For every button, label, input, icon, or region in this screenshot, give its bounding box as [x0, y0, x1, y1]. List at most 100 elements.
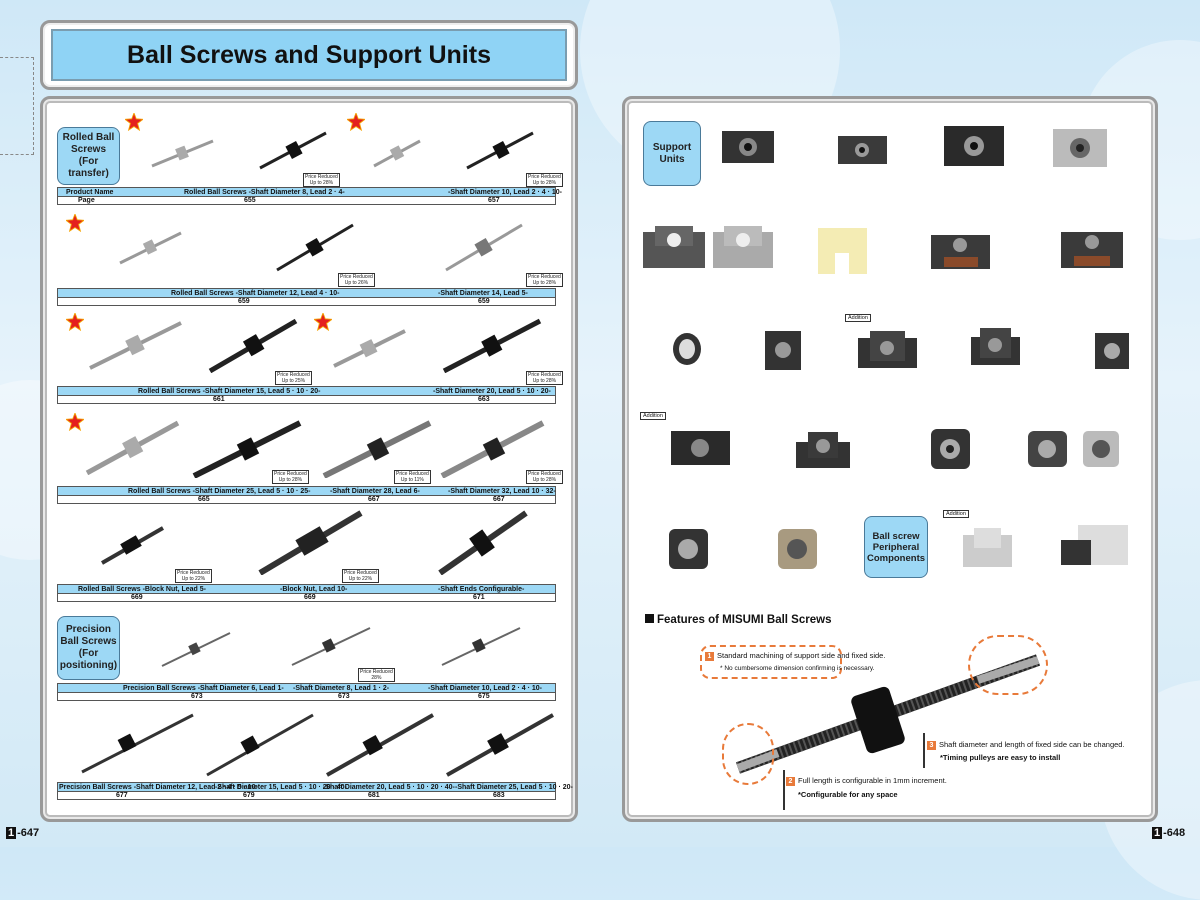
product-row-bar: Rolled Ball Screws -Shaft Diameter 15, L…: [57, 386, 556, 404]
badge-title: Price Reduced: [360, 669, 393, 675]
page-ref[interactable]: 675: [478, 693, 490, 700]
page-ref[interactable]: 681: [368, 792, 380, 799]
precision-label: Precision Ball Screws (For positioning): [57, 616, 120, 680]
page-ref[interactable]: 677: [116, 792, 128, 799]
product-row-bar: Rolled Ball Screws -Shaft Diameter 12, L…: [57, 288, 556, 306]
product-name[interactable]: Rolled Ball Screws -Shaft Diameter 15, L…: [138, 388, 321, 395]
product-name[interactable]: -Shaft Diameter 25, Lead 5 · 10 · 20-: [455, 784, 573, 791]
feature-2-note: *Configurable for any space: [798, 790, 898, 799]
ball-screw-image: [206, 713, 314, 777]
support-unit-image: [971, 328, 1020, 365]
badge-title: Price Reduced: [396, 471, 429, 477]
badge-title: Price Reduced: [340, 274, 373, 280]
support-unit-image: [643, 226, 705, 268]
product-name[interactable]: Rolled Ball Screws -Shaft Diameter 12, L…: [171, 290, 340, 297]
feature-3-note: *Timing pulleys are easy to install: [940, 753, 1061, 762]
product-name[interactable]: Product Name: [66, 189, 114, 196]
ball-screw-image: [276, 223, 354, 272]
badge-value: Up to 22%: [348, 576, 373, 582]
page-ref[interactable]: 657: [488, 197, 500, 204]
badge-value: Up to 28%: [532, 477, 557, 483]
badge-value: Up to 28%: [532, 378, 557, 384]
page-ref[interactable]: 673: [191, 693, 203, 700]
ball-screw-image: [89, 321, 182, 370]
new-star-icon: [347, 113, 365, 131]
page-ref[interactable]: 663: [478, 396, 490, 403]
page-number-left: 1-647: [6, 827, 40, 839]
ball-screw-image: [438, 510, 528, 575]
product-row-bar: Rolled Ball Screws -Shaft Diameter 25, L…: [57, 486, 556, 504]
product-name[interactable]: -Block Nut, Lead 10-: [280, 586, 348, 593]
product-name[interactable]: -Shaft Diameter 10, Lead 2 · 4 · 10-: [428, 685, 542, 692]
support-unit-image: [1053, 129, 1107, 167]
page-ref[interactable]: 673: [338, 693, 350, 700]
bracket-image: [963, 528, 1012, 567]
page-ref[interactable]: 659: [478, 298, 490, 305]
page-ref[interactable]: 669: [131, 594, 143, 601]
page-ref[interactable]: 665: [198, 496, 210, 503]
page-ref[interactable]: 659: [238, 298, 250, 305]
ball-screw-image: [208, 318, 298, 373]
page-number-right: 1-648: [1152, 827, 1186, 839]
ball-screw-image: [446, 713, 554, 777]
product-name[interactable]: -Shaft Diameter 32, Lead 10 · 32-: [448, 488, 556, 495]
badge-value: Up to 26%: [344, 280, 369, 286]
page-ref[interactable]: 661: [213, 396, 225, 403]
page-ref[interactable]: 671: [473, 594, 485, 601]
product-name[interactable]: -Shaft Diameter 20, Lead 5 · 10 · 20 · 4…: [323, 784, 455, 791]
product-name[interactable]: Precision Ball Screws -Shaft Diameter 6,…: [123, 685, 284, 692]
ball-screw-image: [466, 131, 534, 170]
page-ref[interactable]: 655: [244, 197, 256, 204]
product-name[interactable]: -Shaft Diameter 14, Lead 5-: [438, 290, 528, 297]
ball-screw-image: [192, 420, 302, 478]
badge-title: Price Reduced: [305, 174, 338, 180]
page-ref[interactable]: 667: [493, 496, 505, 503]
product-name[interactable]: Rolled Ball Screws -Block Nut, Lead 5-: [78, 586, 206, 593]
product-name[interactable]: -Shaft Diameter 10, Lead 2 · 4 · 10-: [448, 189, 562, 196]
product-name[interactable]: Precision Ball Screws -Shaft Diameter 12…: [59, 784, 258, 791]
ball-screw-image: [161, 632, 231, 667]
product-name[interactable]: -Shaft Diameter 28, Lead 6-: [330, 488, 420, 495]
product-name[interactable]: -Shaft Diameter 15, Lead 5 · 10 · 20 · 4…: [215, 784, 347, 791]
joint-unit-image: [1061, 525, 1128, 565]
page-ref[interactable]: 667: [368, 496, 380, 503]
ball-screw-image: [440, 420, 545, 478]
ball-screw-image: [101, 526, 164, 565]
product-name[interactable]: -Shaft Diameter 20, Lead 5 · 10 · 20-: [433, 388, 551, 395]
peripheral-label: Ball screw Peripheral Components: [864, 516, 928, 578]
ball-screw-image: [259, 131, 327, 170]
addition-tag: Addition: [845, 314, 871, 322]
support-unit-image: [722, 131, 774, 163]
feature-1-left-end-marker: [722, 723, 774, 785]
page-ref[interactable]: 679: [243, 792, 255, 799]
support-unit-image: [1028, 431, 1067, 467]
addition-tag: Addition: [640, 412, 666, 420]
product-name[interactable]: -Shaft Diameter 8, Lead 1 · 2-: [293, 685, 390, 692]
ball-screw-image: [151, 139, 214, 168]
product-row-bar: Product Name Rolled Ball Screws -Shaft Di…: [57, 187, 562, 205]
support-units-label: Support Units: [643, 121, 701, 186]
ball-screw-image: [442, 318, 542, 373]
product-name[interactable]: -Shaft Ends Configurable-: [438, 586, 525, 593]
product-row-bar: Precision Ball Screws -Shaft Diameter 12…: [57, 782, 573, 800]
ball-screw-image: [85, 420, 180, 475]
page-ref[interactable]: 683: [493, 792, 505, 799]
ball-screw-image: [326, 713, 434, 777]
product-name[interactable]: Rolled Ball Screws -Shaft Diameter 25, L…: [128, 488, 311, 495]
page-ref[interactable]: Page: [78, 197, 95, 204]
page-ref[interactable]: 669: [304, 594, 316, 601]
badge-value: Up to 28%: [532, 180, 557, 186]
product-name[interactable]: Rolled Ball Screws -Shaft Diameter 8, Le…: [184, 189, 345, 196]
support-unit-image: [944, 126, 1004, 166]
square-bullet-icon: [645, 614, 654, 623]
